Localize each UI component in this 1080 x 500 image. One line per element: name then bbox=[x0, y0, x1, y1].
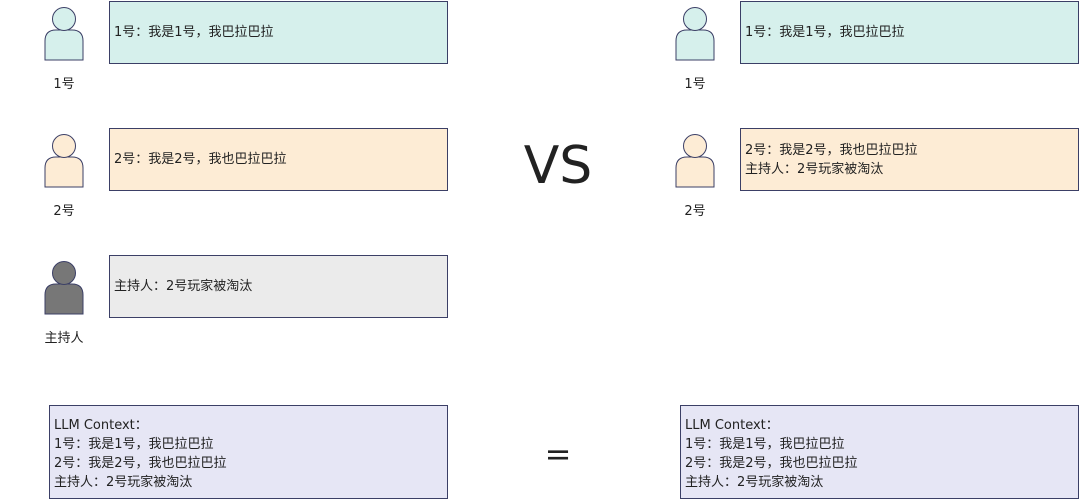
player1-message: 1号：我是1号，我巴拉巴拉 bbox=[114, 25, 274, 40]
left-context-line: 1号：我是1号，我巴拉巴拉 bbox=[54, 437, 214, 452]
equals-sign: = bbox=[544, 435, 572, 473]
right-player2-name: 2号 bbox=[684, 204, 706, 219]
right-player1-name: 1号 bbox=[684, 77, 706, 92]
player1-avatar-icon bbox=[43, 5, 85, 61]
player2-message: 2号：我是2号，我也巴拉巴拉 bbox=[114, 152, 287, 167]
right-context-line: 主持人：2号玩家被淘汰 bbox=[685, 475, 824, 490]
right-context-line: 1号：我是1号，我巴拉巴拉 bbox=[685, 437, 845, 452]
right-llm-context-box: LLM Context： 1号：我是1号，我巴拉巴拉 2号：我是2号，我也巴拉巴… bbox=[680, 405, 1079, 499]
host-message: 主持人：2号玩家被淘汰 bbox=[114, 279, 253, 294]
player2-message-box: 2号：我是2号，我也巴拉巴拉 bbox=[109, 128, 448, 191]
host-message-box: 主持人：2号玩家被淘汰 bbox=[109, 255, 448, 318]
right-player1-avatar-icon bbox=[674, 5, 716, 61]
right-player1-message-box: 1号：我是1号，我巴拉巴拉 bbox=[740, 1, 1079, 64]
right-player2-avatar-icon bbox=[674, 132, 716, 188]
right-player2-message-box: 2号：我是2号，我也巴拉巴拉 主持人：2号玩家被淘汰 bbox=[740, 128, 1079, 191]
left-context-line: LLM Context： bbox=[54, 418, 148, 433]
left-llm-context-box: LLM Context： 1号：我是1号，我巴拉巴拉 2号：我是2号，我也巴拉巴… bbox=[49, 405, 448, 499]
host-name: 主持人 bbox=[44, 331, 84, 346]
left-context-line: 主持人：2号玩家被淘汰 bbox=[54, 475, 193, 490]
right-context-line: 2号：我是2号，我也巴拉巴拉 bbox=[685, 456, 858, 471]
right-context-line: LLM Context： bbox=[685, 418, 779, 433]
host-avatar-icon bbox=[43, 259, 85, 315]
player2-avatar-icon bbox=[43, 132, 85, 188]
player1-name: 1号 bbox=[53, 77, 75, 92]
right-player2-message-line: 主持人：2号玩家被淘汰 bbox=[745, 161, 884, 177]
left-context-line: 2号：我是2号，我也巴拉巴拉 bbox=[54, 456, 227, 471]
player1-message-box: 1号：我是1号，我巴拉巴拉 bbox=[109, 1, 448, 64]
vs-label: VS bbox=[523, 136, 593, 196]
right-player2-message-line: 2号：我是2号，我也巴拉巴拉 bbox=[745, 142, 918, 158]
right-player1-message: 1号：我是1号，我巴拉巴拉 bbox=[745, 25, 905, 40]
player2-name: 2号 bbox=[53, 204, 75, 219]
